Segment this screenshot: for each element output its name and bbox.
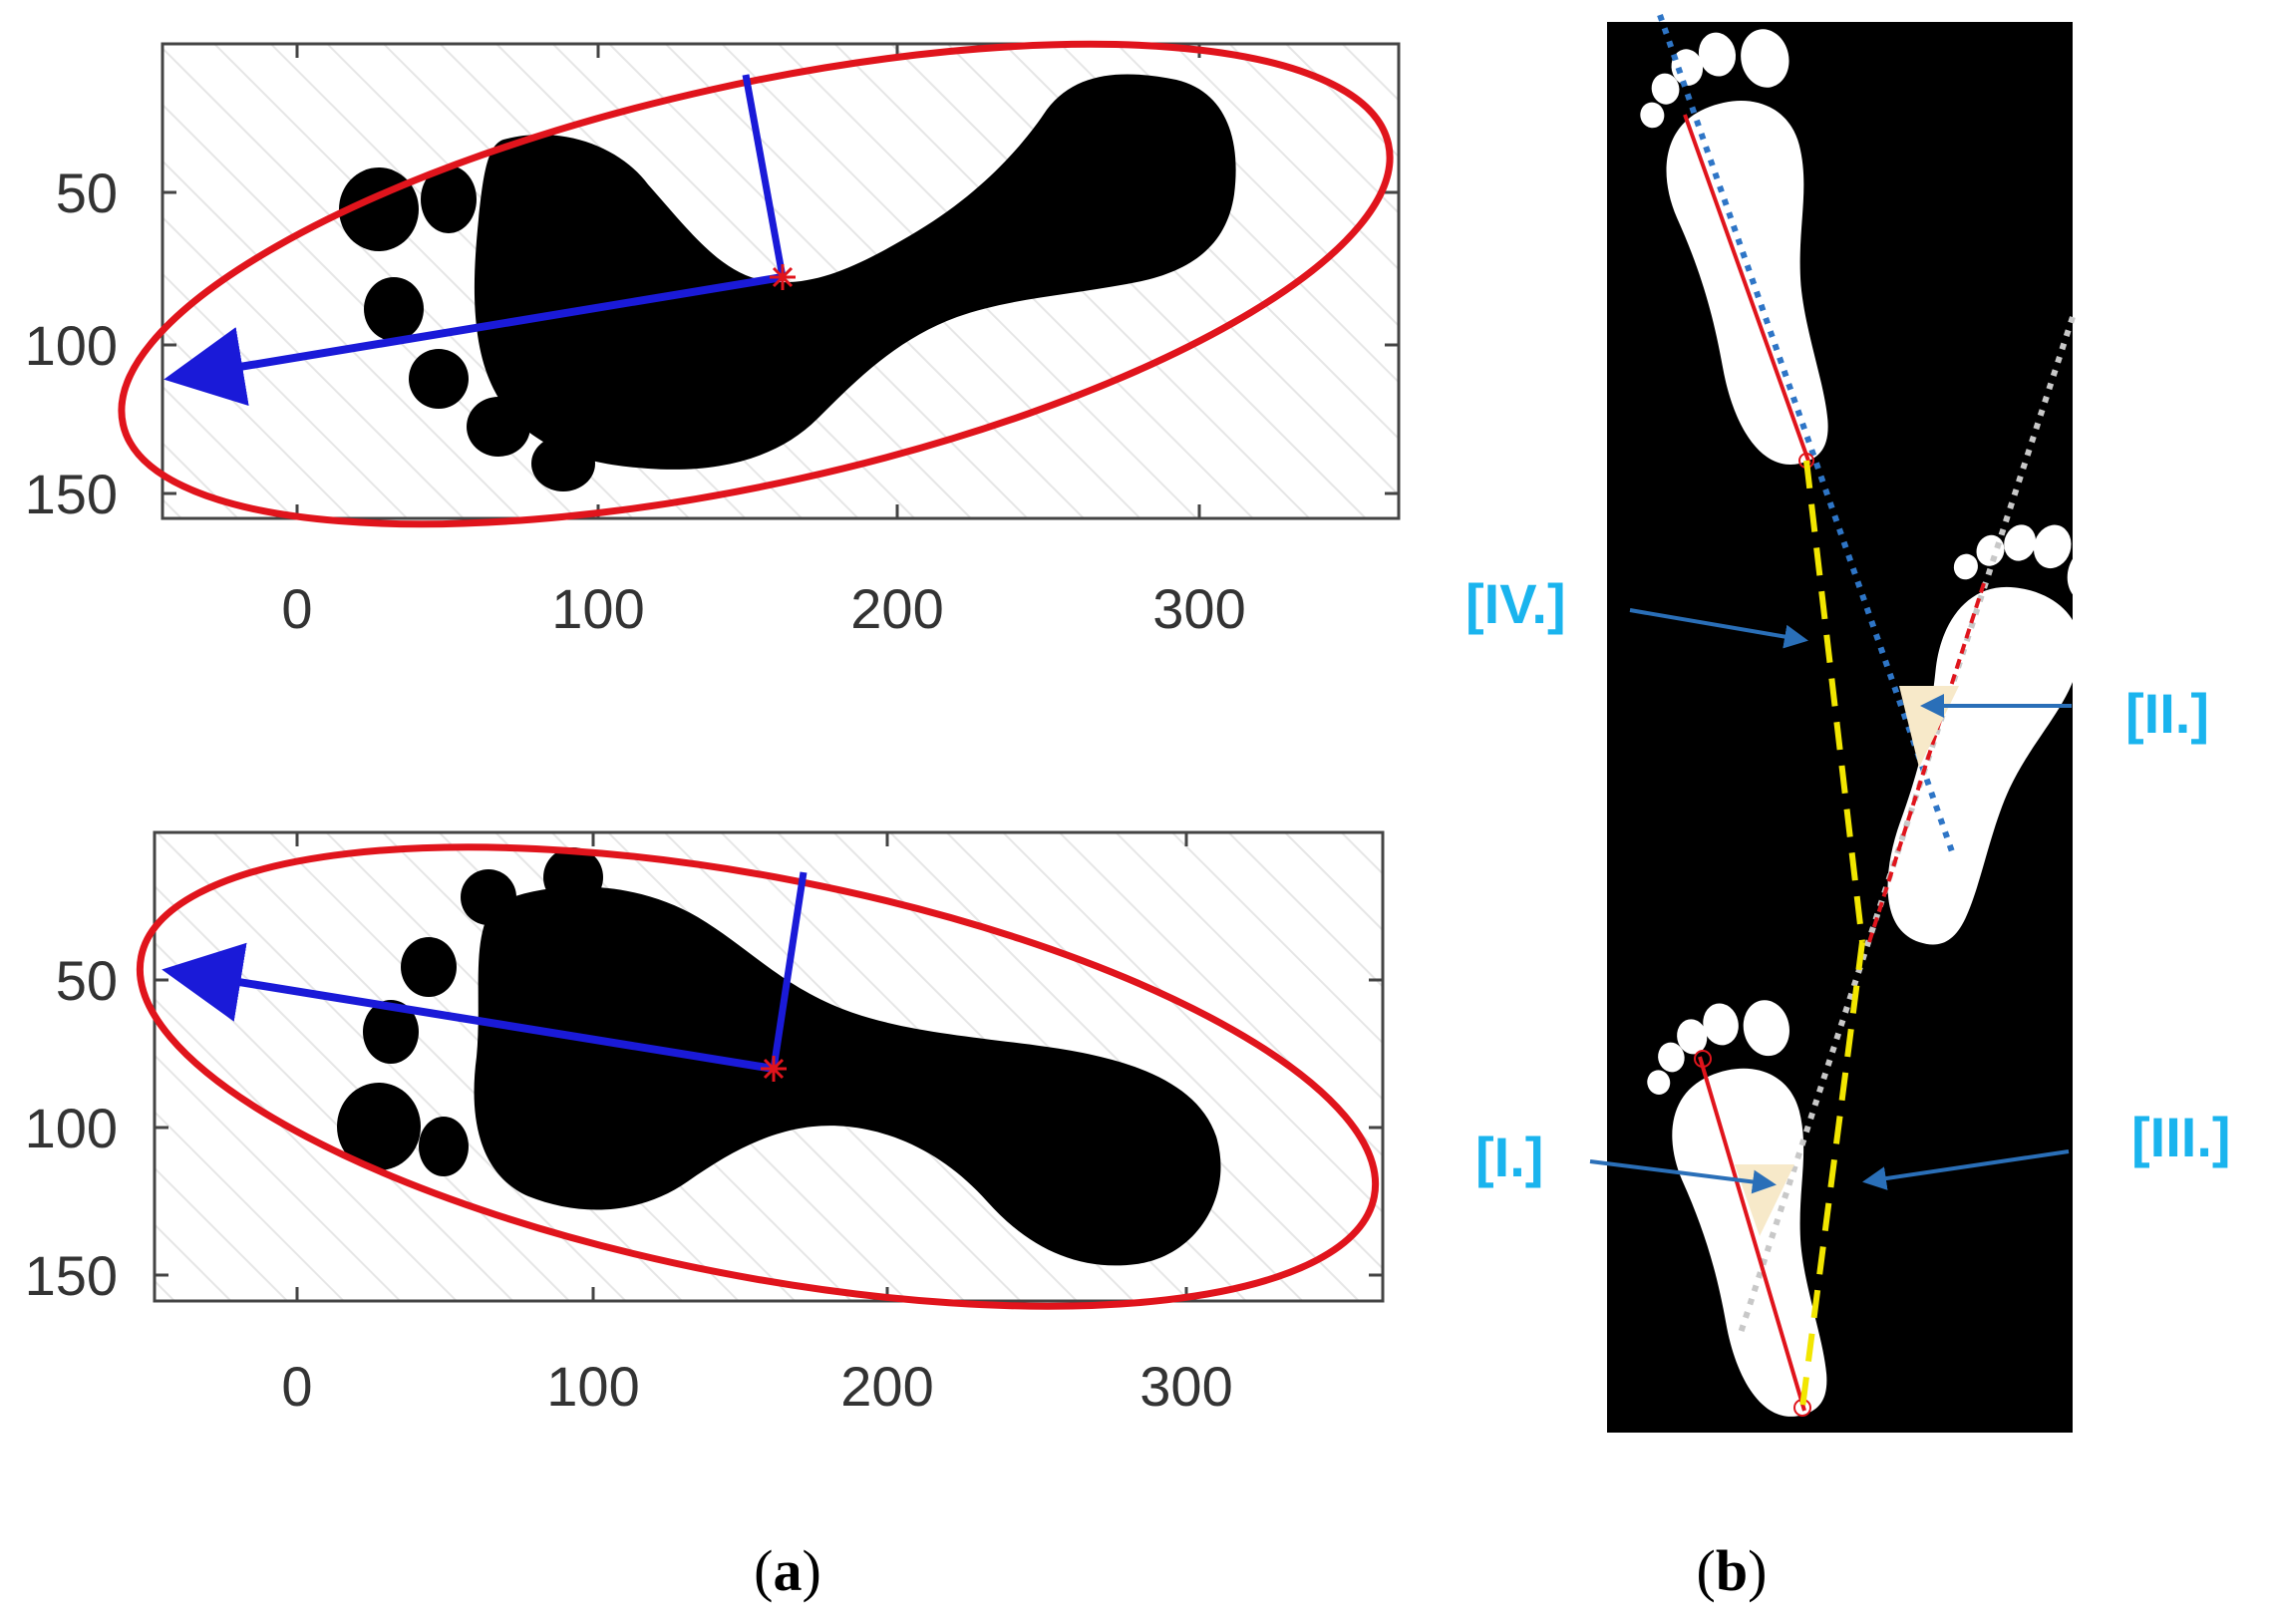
dashed-yellow-line-upper — [1803, 460, 1865, 943]
plot-top-xtick-0: 0 — [281, 577, 312, 640]
dotted-blue-line — [1657, 14, 1957, 858]
toe-marker-bottom — [1694, 1050, 1712, 1068]
arrow-icon — [1629, 608, 1808, 649]
arrow-icon — [1862, 1149, 2070, 1190]
plot-top-ticks — [162, 44, 1399, 518]
plot-bottom-ytick-150: 150 — [25, 1244, 118, 1307]
plot-bottom-major-axis-arrow — [162, 942, 775, 1073]
plot-bottom-xtick-0: 0 — [281, 1355, 312, 1418]
plot-bottom-xtick-300: 300 — [1139, 1355, 1232, 1418]
plot-bottom: 50 100 150 0 100 200 300 — [25, 830, 1385, 1418]
plot-top-ytick-50: 50 — [56, 162, 118, 224]
plot-top-xtick-200: 200 — [850, 577, 943, 640]
plot-bottom-xtick-100: 100 — [546, 1355, 639, 1418]
plot-bottom-minor-axis-line — [770, 871, 808, 1070]
plot-top-ytick-100: 100 — [25, 314, 118, 377]
plot-bottom-center-marker — [761, 1056, 787, 1082]
label-ii: [II.] — [2125, 682, 2209, 745]
caption-a: (a) — [754, 1538, 821, 1603]
plot-top-xtick-300: 300 — [1152, 577, 1245, 640]
plot-bottom-xtick-200: 200 — [840, 1355, 933, 1418]
arrow-icon — [1589, 1159, 1777, 1194]
plot-bottom-ytick-100: 100 — [25, 1097, 118, 1159]
plot-top-center-marker — [770, 264, 796, 290]
plot-bottom-frame — [153, 830, 1385, 1303]
plot-top-ytick-150: 150 — [25, 463, 118, 525]
label-iv: [IV.] — [1465, 572, 1566, 635]
footprint-icon — [337, 847, 1221, 1266]
plot-top-minor-axis-line — [742, 74, 787, 278]
foot-axis-line-top — [1683, 114, 1811, 465]
plot-top-fit-ellipse — [118, 40, 1394, 528]
plot-top: 50 100 150 0 100 200 300 — [25, 40, 1401, 640]
plot-bottom-ytick-50: 50 — [56, 949, 118, 1012]
foot-axis-line-bottom — [1698, 1056, 1806, 1412]
plot-top-major-axis-arrow — [163, 273, 784, 407]
label-i: [I.] — [1475, 1126, 1543, 1188]
caption-b: (b) — [1697, 1538, 1768, 1603]
plot-top-xtick-100: 100 — [551, 577, 644, 640]
plot-bottom-fit-ellipse — [136, 843, 1380, 1310]
panel-b — [1607, 14, 2126, 1433]
label-iii: [III.] — [2131, 1106, 2231, 1168]
dashed-yellow-line-lower — [1799, 941, 1865, 1409]
plot-top-frame — [161, 42, 1401, 520]
